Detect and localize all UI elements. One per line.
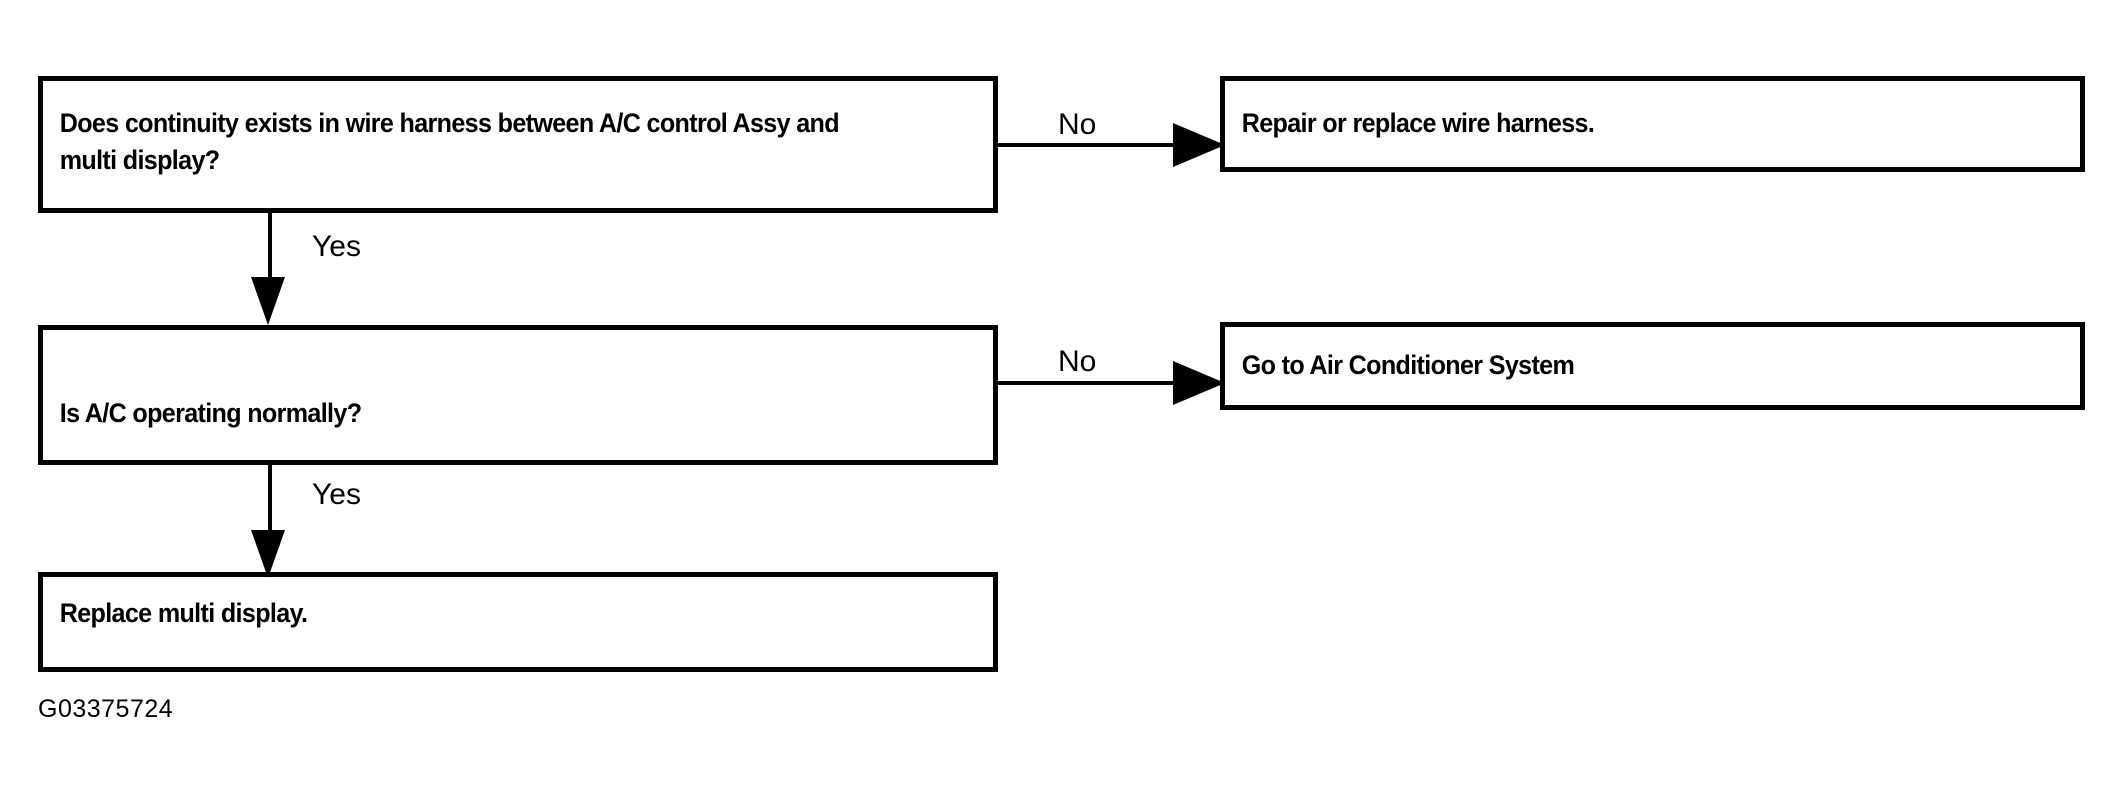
node-replace-multi-display-label: Replace multi display. (59, 598, 308, 628)
node-ac-operating-label: Is A/C operating normally? (59, 397, 362, 428)
node-goto-air-conditioner-system[interactable]: Go to Air Conditioner System (1220, 322, 2085, 410)
arrowhead-down-icon (251, 277, 285, 325)
node-continuity-check[interactable]: Does continuity exists in wire harness b… (38, 76, 998, 213)
node-repair-harness[interactable]: Repair or replace wire harness. (1220, 76, 2085, 172)
arrowhead-right-icon (1173, 123, 1225, 167)
edge-label-yes: Yes (312, 230, 361, 263)
edge-line-horizontal (996, 143, 1181, 147)
edge-label-no: No (1058, 108, 1097, 141)
node-goto-air-conditioner-label: Go to Air Conditioner System (1241, 350, 1575, 381)
arrowhead-down-icon (251, 530, 285, 578)
edge-line-horizontal (996, 381, 1181, 385)
figure-caption: G03375724 (38, 695, 174, 723)
edge-line-vertical (268, 465, 272, 540)
node-replace-multi-display[interactable]: Replace multi display. (38, 572, 998, 672)
node-continuity-label: Does continuity exists in wire harness b… (59, 108, 840, 176)
edge-line-vertical (268, 213, 272, 285)
node-ac-operating-check[interactable]: Is A/C operating normally? (38, 325, 998, 465)
edge-label-no: No (1058, 345, 1097, 378)
edge-label-yes: Yes (312, 478, 361, 511)
arrowhead-right-icon (1173, 361, 1225, 405)
node-repair-label: Repair or replace wire harness. (1241, 108, 1595, 139)
